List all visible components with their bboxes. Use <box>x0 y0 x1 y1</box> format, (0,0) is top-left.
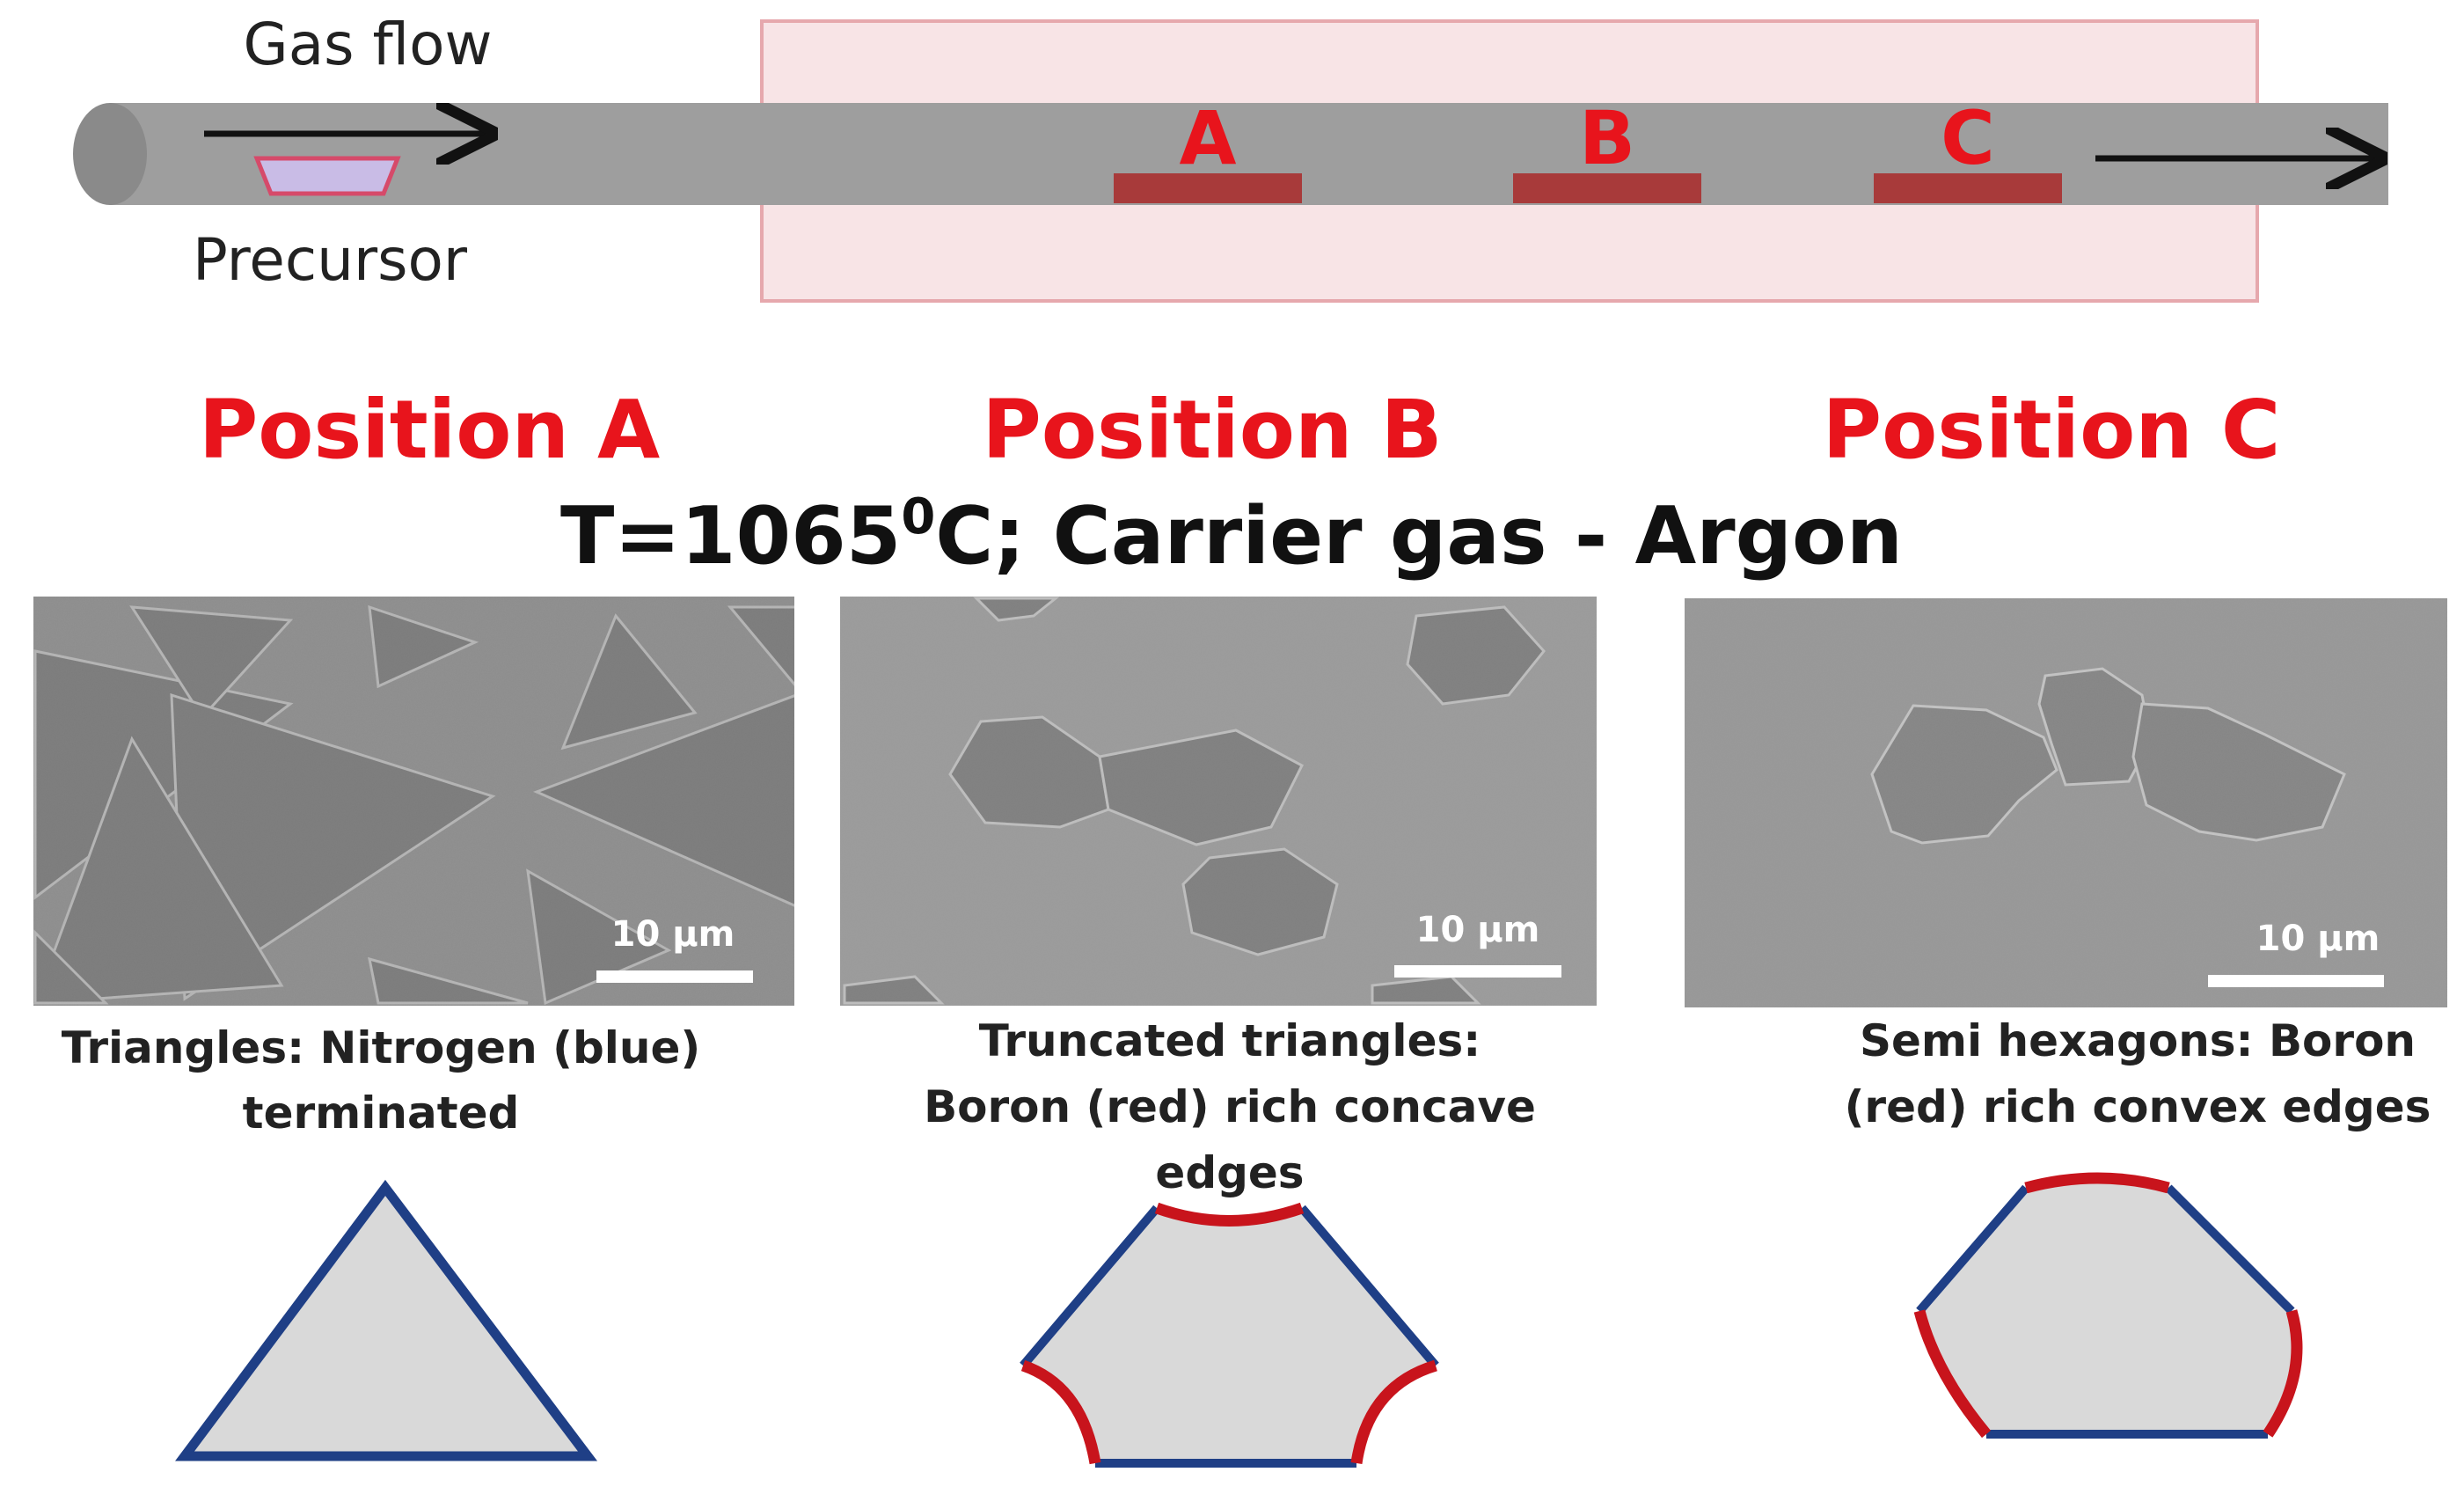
shape-truncated-triangle <box>1020 1202 1439 1468</box>
caption-c-line-2: (red) rich convex edges <box>1845 1081 2431 1132</box>
tube-opening <box>73 103 147 205</box>
caption-b: Truncated triangles: Boron (red) rich co… <box>924 1015 1536 1198</box>
caption-c: Semi hexagons: Boron (red) rich convex e… <box>1845 1015 2431 1132</box>
substrate-c <box>1874 173 2062 203</box>
substrate-c-label: C <box>1941 95 1995 181</box>
scale-bar-a <box>596 970 753 983</box>
furnace-schematic: Gas flow Precursor A B C <box>73 11 2388 303</box>
scale-bar-b <box>1394 965 1561 978</box>
growth-condition: T=10650C; Carrier gas - Argon <box>560 488 1903 582</box>
caption-a-line-1: Triangles: Nitrogen (blue) <box>62 1022 701 1073</box>
boron-concave-edge <box>1154 1202 1305 1227</box>
nitrogen-edge <box>1020 1205 1160 1369</box>
condition-suffix: C; Carrier gas - Argon <box>935 490 1903 582</box>
caption-b-line-2: Boron (red) rich concave <box>924 1081 1536 1132</box>
boron-convex-edge <box>2024 1172 2170 1194</box>
sem-image-b: 10 µm <box>840 597 1597 1006</box>
scale-bar-c <box>2208 975 2384 987</box>
substrate-b-label: B <box>1579 95 1635 181</box>
substrate-a-label: A <box>1179 95 1236 181</box>
condition-prefix: T=1065 <box>560 490 901 582</box>
boron-convex-edge <box>2263 1309 2303 1438</box>
caption-a: Triangles: Nitrogen (blue) terminated <box>62 1022 701 1139</box>
boron-concave-edge <box>1350 1359 1437 1464</box>
position-b-title: Position B <box>982 383 1442 477</box>
gas-flow-label: Gas flow <box>244 11 493 78</box>
nitrogen-edge <box>2165 1184 2295 1315</box>
caption-b-line-3: edges <box>1155 1147 1304 1198</box>
condition-superscript: 0 <box>901 488 935 546</box>
position-c-title: Position C <box>1823 383 2281 477</box>
scale-bar-label-c: 10 µm <box>2256 919 2380 959</box>
caption-a-line-2: terminated <box>243 1088 520 1139</box>
scale-bar-label-a: 10 µm <box>611 914 735 955</box>
boron-concave-edge <box>1020 1359 1101 1465</box>
boron-convex-edge <box>1913 1309 1992 1439</box>
position-a-title: Position A <box>199 383 660 477</box>
substrate-a <box>1114 173 1302 203</box>
precursor-label: Precursor <box>193 226 468 294</box>
nitrogen-edge <box>1916 1184 2029 1315</box>
caption-c-line-1: Semi hexagons: Boron <box>1860 1015 2416 1066</box>
shape-semi-hexagon <box>1913 1172 2303 1439</box>
sem-image-a: 10 µm <box>33 597 794 1006</box>
substrate-b <box>1513 173 1701 203</box>
shape-triangle <box>175 1179 598 1461</box>
precursor-boat <box>253 156 401 196</box>
caption-b-line-1: Truncated triangles: <box>979 1015 1481 1066</box>
nitrogen-edge <box>1298 1205 1439 1369</box>
scale-bar-label-b: 10 µm <box>1416 910 1540 950</box>
sem-image-c: 10 µm <box>1685 598 2447 1007</box>
